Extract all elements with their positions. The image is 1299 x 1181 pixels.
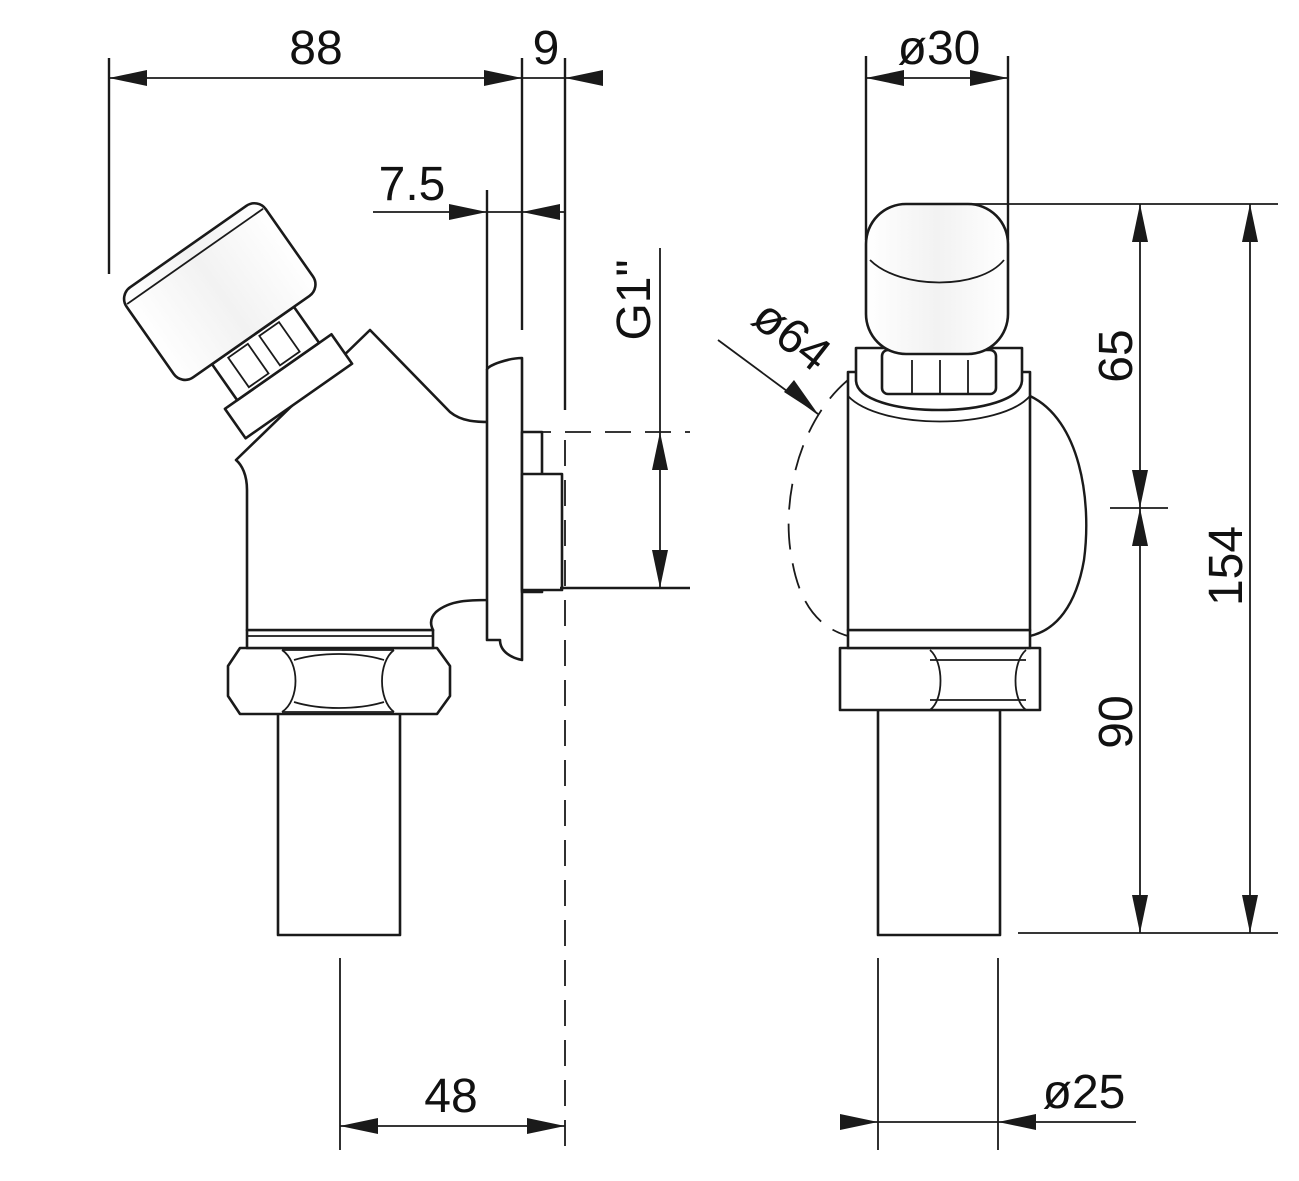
dim-88: 88 xyxy=(289,22,342,75)
dim-48: 48 xyxy=(424,1070,477,1123)
side-dimensions: 88 9 7.5 G1" 48 xyxy=(107,22,690,1150)
dim-7-5: 7.5 xyxy=(379,158,446,211)
front-body xyxy=(846,370,1032,632)
dim-65: 65 xyxy=(1090,329,1143,382)
dim-90: 90 xyxy=(1090,695,1143,748)
front-flange-circle xyxy=(1029,394,1088,638)
dim-dia-25: ø25 xyxy=(1043,1066,1126,1119)
side-outlet-pipe xyxy=(276,708,402,937)
side-hex-nut xyxy=(226,646,452,716)
side-view xyxy=(122,58,567,1150)
front-view xyxy=(787,202,1088,937)
front-push-cap xyxy=(864,202,1010,356)
side-wall-flange xyxy=(485,356,524,662)
front-outlet-pipe xyxy=(876,708,1002,937)
dim-g1-thread: G1" xyxy=(608,259,661,340)
dim-dia-30: ø30 xyxy=(898,22,981,75)
dim-154: 154 xyxy=(1200,526,1253,606)
side-push-head xyxy=(122,201,354,440)
dim-9: 9 xyxy=(533,22,560,75)
